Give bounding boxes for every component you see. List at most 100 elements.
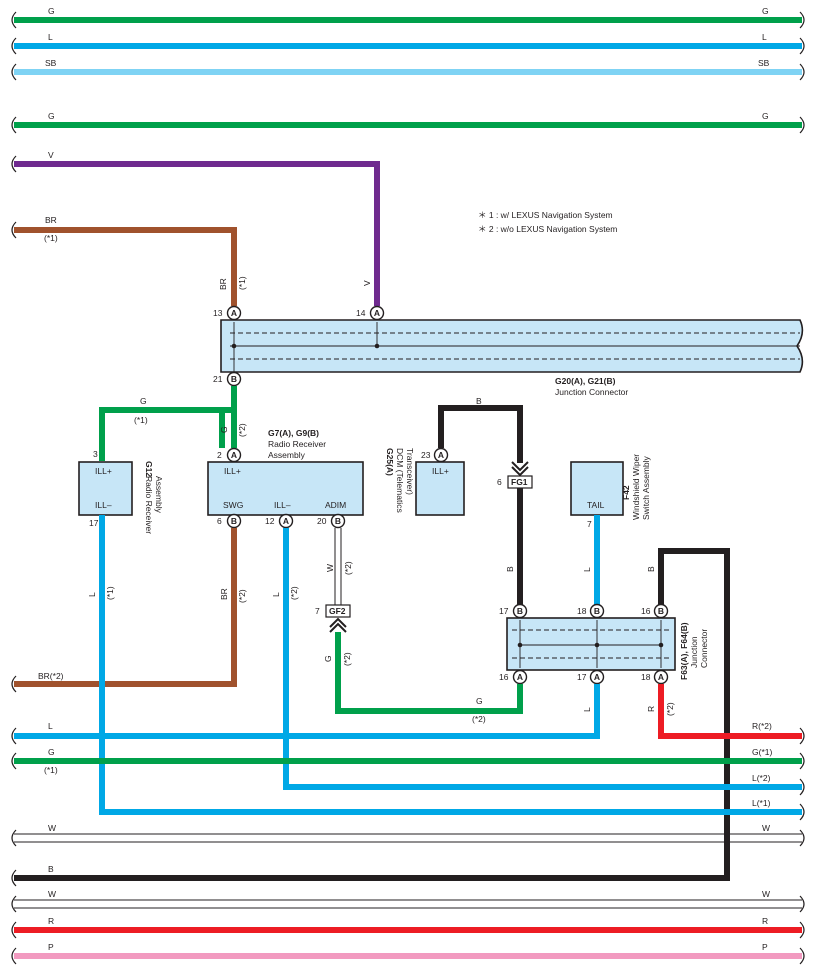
bus-label-g-left: G [48, 747, 55, 757]
radio-ill-plus: ILL+ [224, 466, 241, 476]
bus-label-g-left-star: (*1) [44, 765, 58, 775]
bus-label-r2-right: R(*2) [752, 721, 772, 731]
jb-pin-16b: B [653, 603, 669, 619]
svg-text:A: A [231, 450, 237, 460]
dcm-pin-23a: A [433, 447, 449, 463]
wire-label-br-vert: BR [218, 278, 228, 290]
bus-label-l1-right: L(*1) [752, 798, 771, 808]
pin-13-num: 13 [213, 308, 223, 318]
bus-label-r-right: R [762, 916, 768, 926]
bus-label-w1-right: W [762, 823, 770, 833]
wire-br-top [14, 227, 237, 306]
wire-label-l-g12: L [87, 592, 97, 597]
svg-text:A: A [374, 308, 380, 318]
wire-label-l-g12-star: (*1) [105, 586, 115, 600]
wire-b-dcm [438, 405, 523, 463]
svg-text:B: B [658, 606, 664, 616]
connector-fg1: FG1 6 [497, 461, 533, 489]
wire-label-w-adim-star: (*2) [343, 561, 353, 575]
svg-text:A: A [517, 672, 523, 682]
wire-label-g-gf2: G [323, 655, 333, 662]
wire-label-l-ill: L [271, 592, 281, 597]
jb-pin-16a-num: 16 [499, 672, 509, 682]
junction-bottom-desc-1: Junction [689, 636, 699, 668]
g12-desc-2: Assembly [154, 476, 164, 514]
svg-text:B: B [231, 516, 237, 526]
jb-pin-17a-num: 17 [577, 672, 587, 682]
jb-pin-18b: B [589, 603, 605, 619]
wire-label-br-swg: BR [219, 588, 229, 600]
component-g12: ILL+ ILL– G12 Radio Receiver Assembly [78, 461, 164, 534]
jb-pin-16a: A [512, 669, 528, 685]
wire-b-right [14, 548, 730, 881]
bus-label-l-left: L [48, 721, 53, 731]
g12-code: G12 [144, 461, 154, 477]
g12-ill-plus: ILL+ [95, 466, 112, 476]
bus-label-l2-right: L(*2) [752, 773, 771, 783]
svg-text:B: B [517, 606, 523, 616]
jb-pin-18b-num: 18 [577, 606, 587, 616]
bus-label-w2-right: W [762, 889, 770, 899]
wire-label-v-vert: V [362, 280, 372, 286]
wire-label-r-18a-star: (*2) [665, 702, 675, 716]
wire-l-g12 [99, 515, 802, 815]
jb-pin-17b-num: 17 [499, 606, 509, 616]
svg-text:A: A [594, 672, 600, 682]
wire-label-g-bottom: G [476, 696, 483, 706]
junction-top-code: G20(A), G21(B) [555, 376, 616, 386]
wire-br-swg [14, 528, 237, 687]
svg-text:B: B [335, 516, 341, 526]
wire-label-g-1-left: G [48, 6, 55, 16]
wire-label-sb-right: SB [758, 58, 770, 68]
wire-label-l-1-right: L [762, 32, 767, 42]
wire-v [14, 161, 380, 306]
f42-pin: 7 [587, 519, 592, 529]
jb-pin-17a: A [589, 669, 605, 685]
radio-pin-2-num: 2 [217, 450, 222, 460]
wire-label-g-left: G [140, 396, 147, 406]
junction-connector-g20-g21: G20(A), G21(B) Junction Connector [220, 319, 804, 397]
f42-desc-1: Windshield Wiper [631, 454, 641, 520]
wire-label-g-2-left: G [48, 111, 55, 121]
wire-w-adim [334, 528, 342, 605]
junction-top-desc: Junction Connector [555, 387, 628, 397]
pin-13a: A [226, 305, 242, 321]
bus-label-w1-left: W [48, 823, 56, 833]
f42-tail: TAIL [587, 500, 605, 510]
gf2-pin: 7 [315, 606, 320, 616]
wire-label-br2-left: BR(*2) [38, 671, 64, 681]
pin-21-num: 21 [213, 374, 223, 384]
wire-label-r-18a: R [646, 706, 656, 712]
radio-ill-minus: ILL– [274, 500, 291, 510]
wire-r-18a [658, 684, 802, 739]
g12-pin-top: 3 [93, 449, 98, 459]
component-radio-receiver: ILL+ SWG ILL– ADIM G7(A), G9(B) Radio Re… [207, 428, 364, 516]
junction-bottom-desc-2: Connector [699, 629, 709, 668]
pin-14a: A [369, 305, 385, 321]
top-bus-wires: G G L L SB SB G G [14, 6, 802, 128]
g12-pin-bottom: 17 [89, 518, 99, 528]
radio-pin-12-num: 12 [265, 516, 275, 526]
wire-label-br-vert-star: (*1) [237, 276, 247, 290]
dcm-ill-plus: ILL+ [432, 466, 449, 476]
bus-label-b-left: B [48, 864, 54, 874]
pin-14-num: 14 [356, 308, 366, 318]
f42-code: F42 [621, 485, 631, 500]
wire-l-17a [14, 684, 600, 739]
bus-label-w2-left: W [48, 889, 56, 899]
svg-text:A: A [438, 450, 444, 460]
wire-label-br-star: (*1) [44, 233, 58, 243]
wire-label-g-gf2-star: (*2) [342, 652, 352, 666]
legend-note-2: ＊ 2 : w/o LEXUS Navigation System [478, 224, 617, 234]
radio-pin-6b: B [226, 513, 242, 529]
dcm-pin-23-num: 23 [421, 450, 431, 460]
wire-w-1 [14, 833, 802, 843]
svg-text:A: A [658, 672, 664, 682]
dcm-code: G25(A) [385, 448, 395, 476]
wire-label-l-17a: L [582, 707, 592, 712]
f42-desc-2: Switch Assembly [641, 455, 651, 520]
radio-adim: ADIM [325, 500, 346, 510]
wire-label-l-ill-star: (*2) [289, 586, 299, 600]
radio-pin-6-num: 6 [217, 516, 222, 526]
bus-label-p-left: P [48, 942, 54, 952]
